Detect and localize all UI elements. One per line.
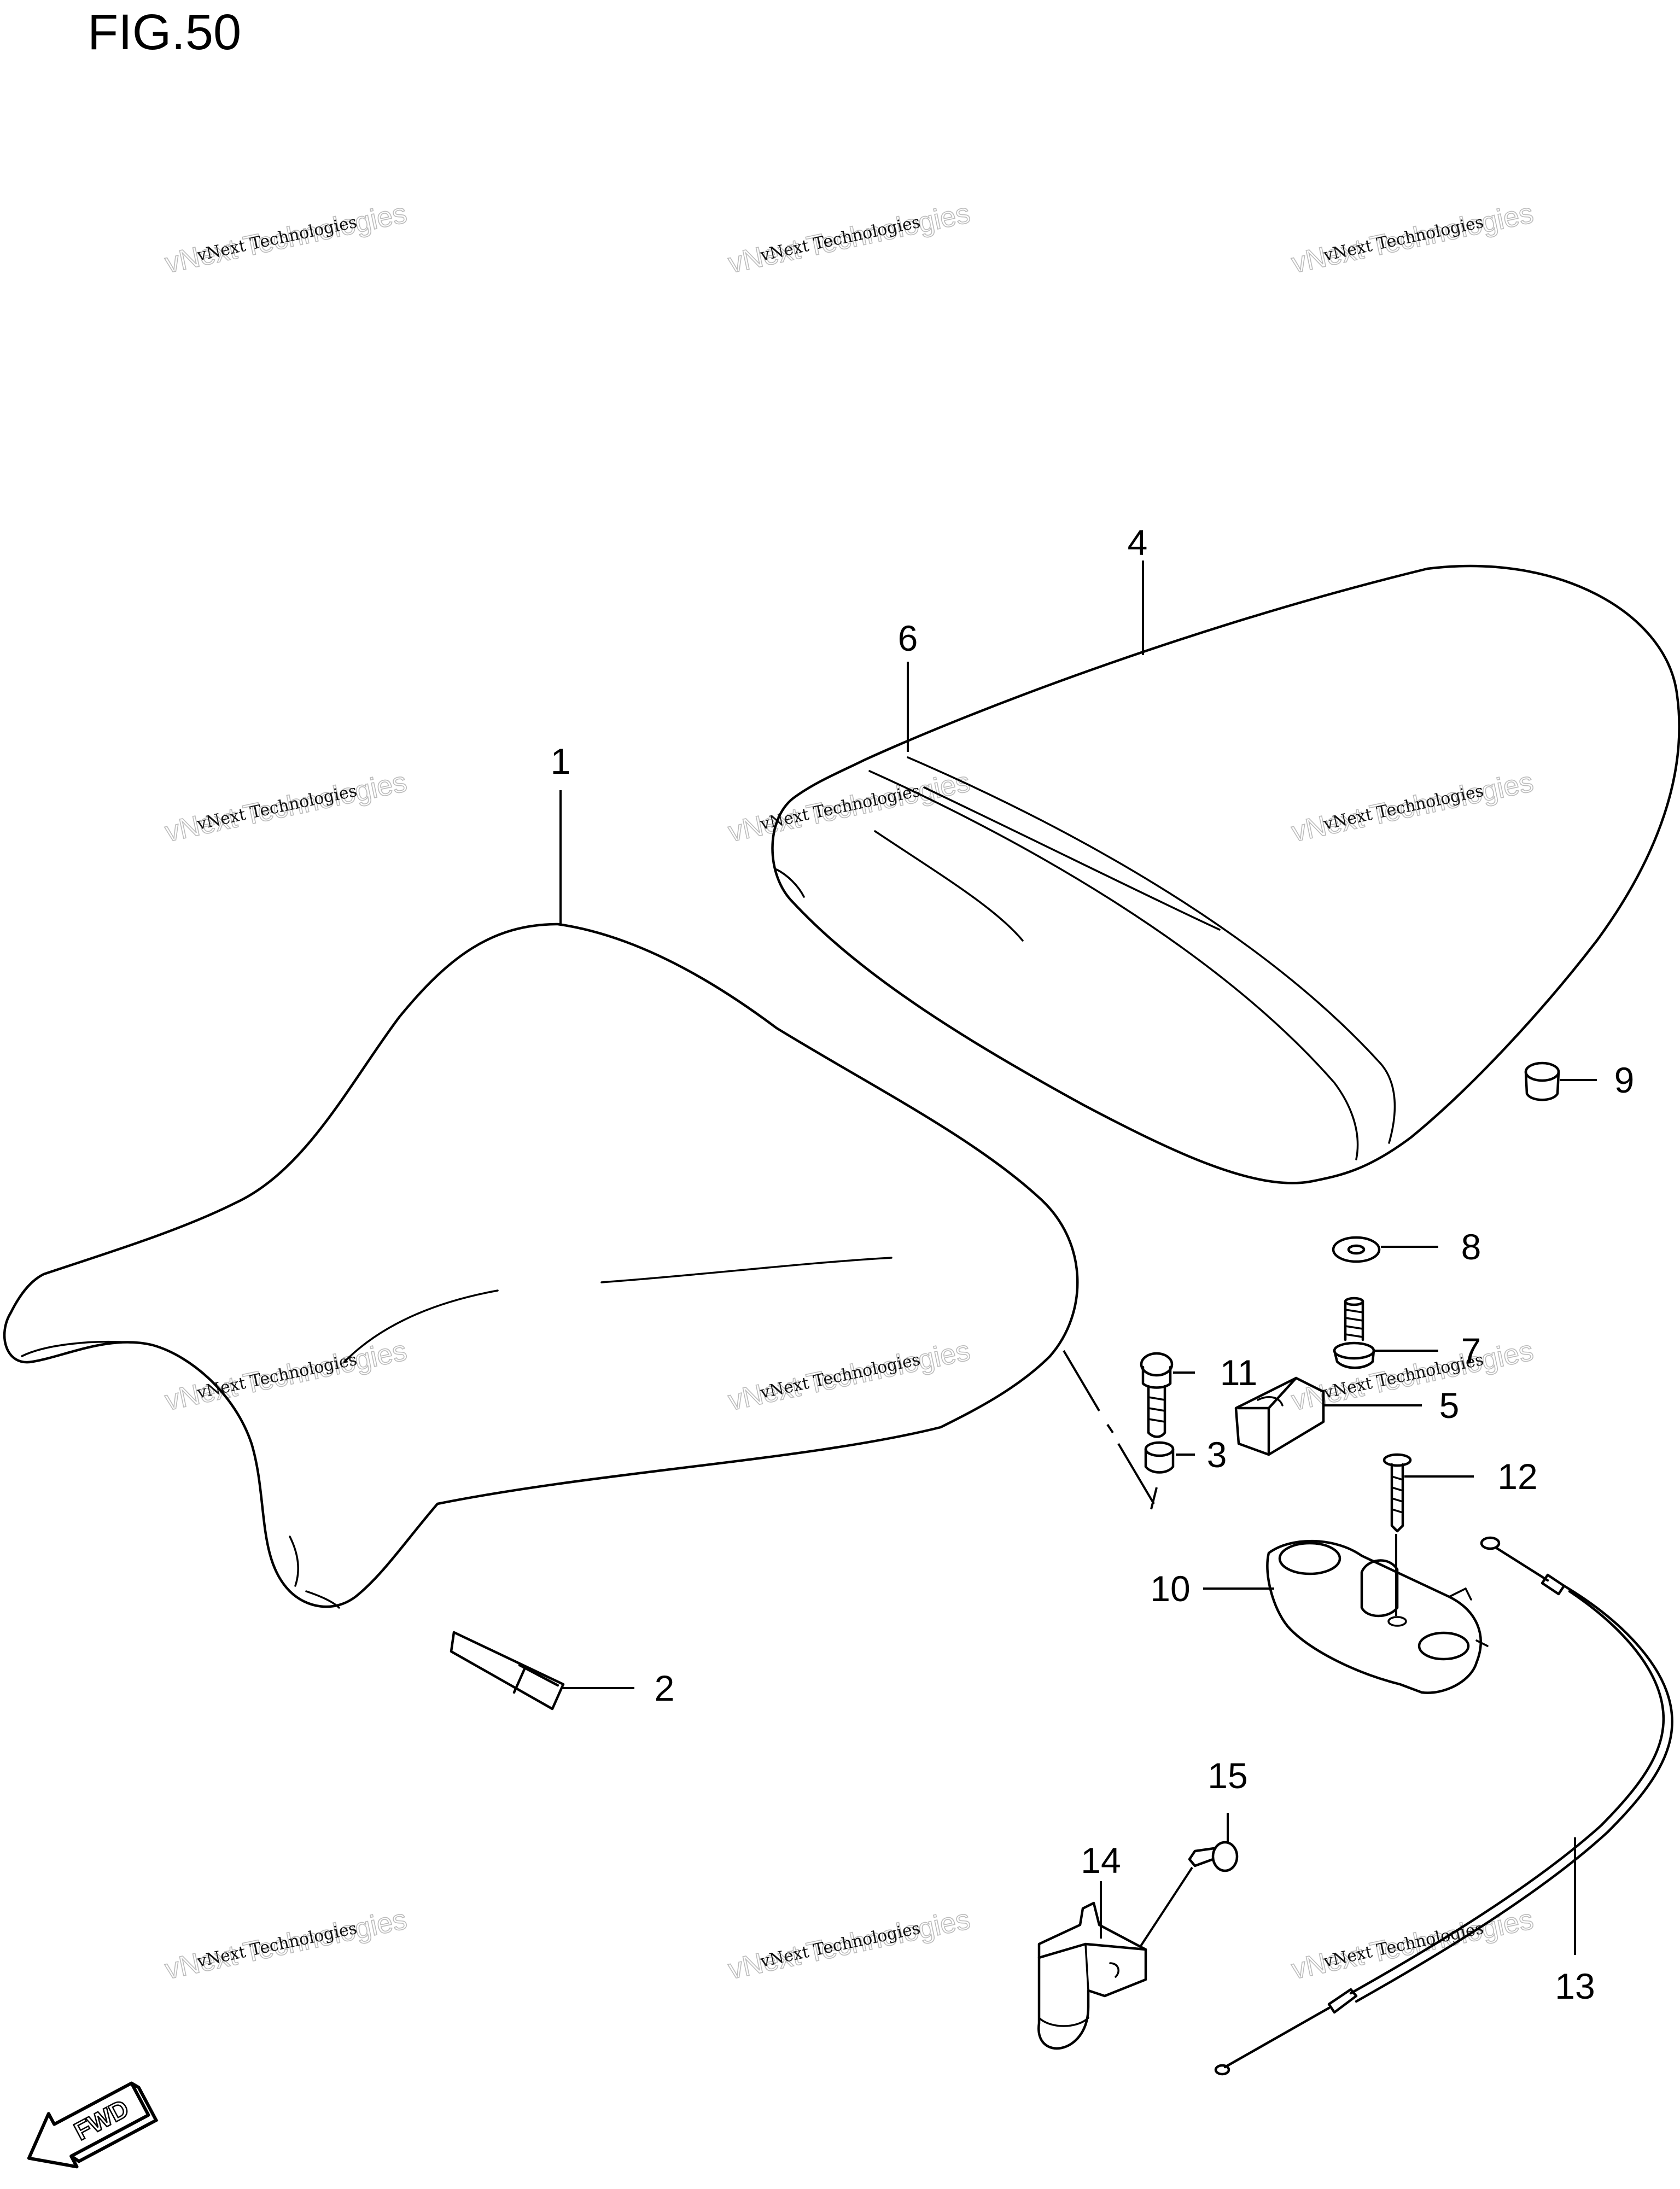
part-12-screw: [1382, 1453, 1412, 1533]
leader-14-15-link: [1139, 1866, 1193, 1948]
watermark: vNext Technologies vNext Technologies: [725, 1334, 973, 1417]
callout-15: 15: [1208, 1755, 1247, 1796]
callout-1: 1: [551, 741, 571, 781]
part-7-bolt: [1333, 1297, 1375, 1369]
part-1-front-seat: [3, 923, 1079, 1609]
watermark: vNext Technologies vNext Technologies: [725, 1903, 973, 1986]
fwd-arrow-icon: FWD: [27, 2081, 159, 2169]
part-5-bracket: [1234, 1376, 1325, 1456]
watermark: vNext Technologies vNext Technologies: [725, 197, 973, 280]
part-2-tab: [450, 1631, 565, 1711]
callout-5: 5: [1439, 1385, 1460, 1426]
callout-14: 14: [1081, 1840, 1121, 1881]
callout-8: 8: [1461, 1227, 1481, 1267]
part-14-latch: [1037, 1901, 1147, 2050]
part-8-washer: [1332, 1236, 1381, 1263]
callout-3: 3: [1207, 1434, 1227, 1475]
watermark: vNext Technologies vNext Technologies: [162, 1903, 410, 1986]
part-11-bolt: [1140, 1352, 1174, 1438]
figure-title: FIG.50: [88, 4, 241, 60]
part-15-screw: [1188, 1841, 1239, 1872]
part-10-lock-assembly: [1266, 1539, 1489, 1694]
leader-lines: [559, 561, 1597, 1955]
part-9-cushion: [1524, 1061, 1560, 1101]
watermark-grid: vNext Technologies vNext Technologies vN…: [162, 197, 1537, 1986]
callout-10: 10: [1150, 1568, 1190, 1609]
watermark: vNext Technologies vNext Technologies: [162, 766, 410, 849]
callout-labels: 1 2 3 4 5 6 7 8 9 10 11 12 13 14 15: [551, 522, 1635, 2006]
watermark: vNext Technologies vNext Technologies: [725, 766, 973, 849]
leader-seat-link: [1063, 1350, 1158, 1510]
callout-2: 2: [655, 1668, 675, 1708]
callout-11: 11: [1220, 1352, 1258, 1393]
part-4-rear-seat: [771, 564, 1680, 1184]
callout-12: 12: [1497, 1456, 1537, 1497]
watermark: vNext Technologies vNext Technologies: [1288, 766, 1537, 849]
part-13-cable: [1214, 1536, 1673, 2076]
watermark: vNext Technologies vNext Technologies: [162, 1334, 410, 1417]
callout-4: 4: [1128, 522, 1148, 563]
part-3-nut: [1144, 1441, 1175, 1474]
callout-13: 13: [1555, 1966, 1595, 2006]
callout-6: 6: [898, 618, 918, 658]
watermark: vNext Technologies vNext Technologies: [1288, 197, 1537, 280]
callout-9: 9: [1614, 1060, 1635, 1100]
watermark: vNext Technologies vNext Technologies: [162, 197, 410, 280]
callout-7: 7: [1461, 1330, 1481, 1371]
